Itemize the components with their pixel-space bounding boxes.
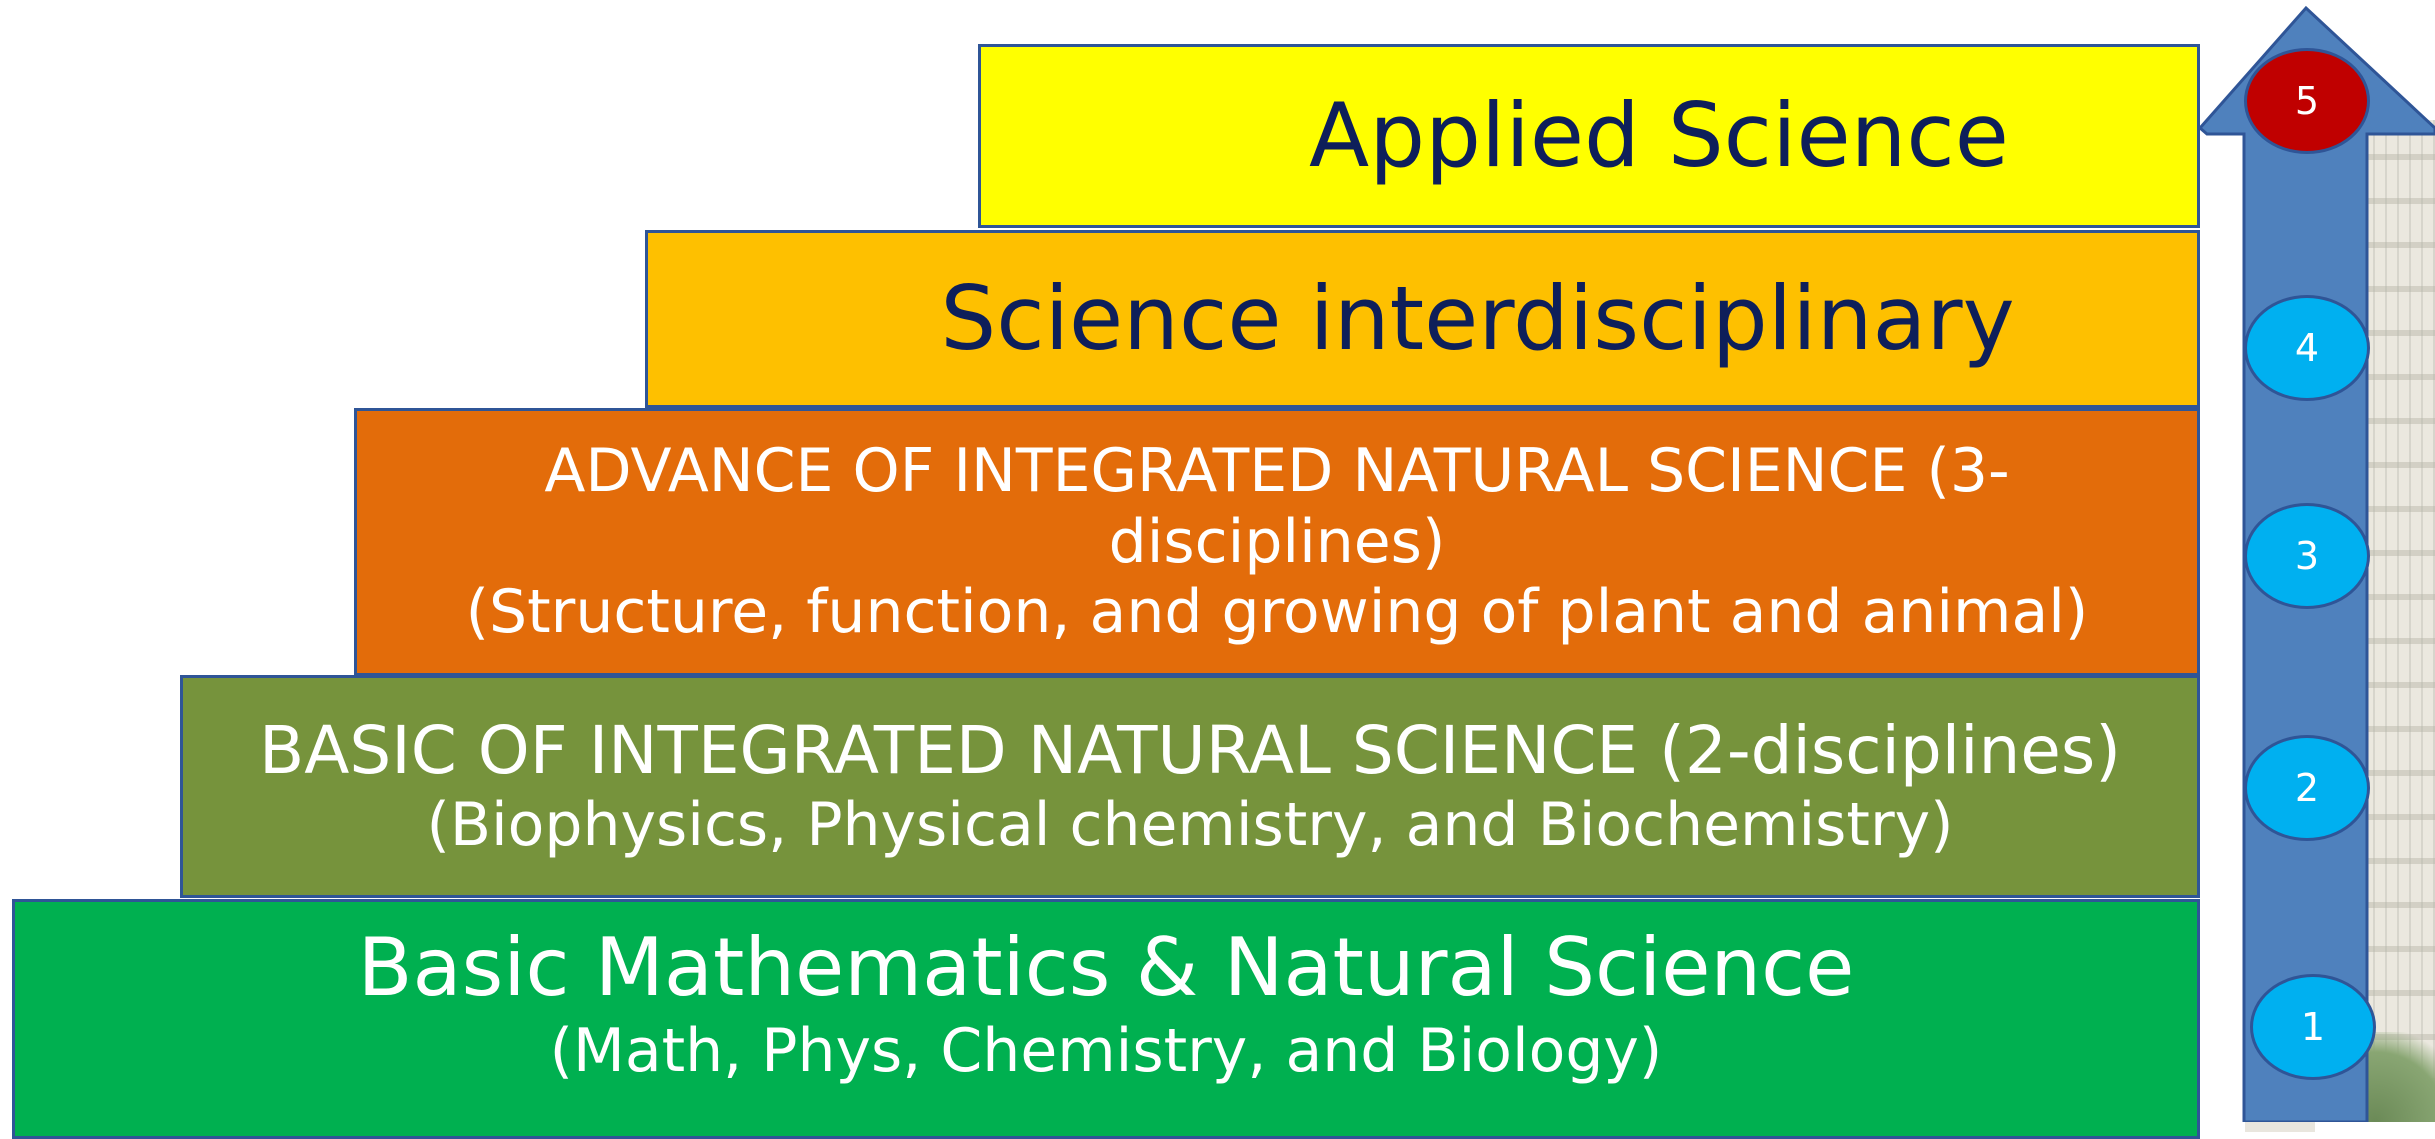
step-title: Applied Science — [1309, 84, 2009, 188]
step-title-line1: ADVANCE OF INTEGRATED NATURAL SCIENCE (3… — [544, 435, 2010, 506]
level-badge-4: 4 — [2244, 295, 2370, 401]
level-badge-2: 2 — [2244, 735, 2370, 841]
step-science-interdisciplinary: Science interdisciplinary — [645, 230, 2200, 408]
level-badge-1: 1 — [2250, 974, 2376, 1080]
level-badge-5: 5 — [2244, 48, 2370, 154]
step-title-line2: disciplines) — [1108, 506, 1446, 577]
step-applied-science: Applied Science — [978, 44, 2200, 228]
step-title: BASIC OF INTEGRATED NATURAL SCIENCE (2-d… — [258, 712, 2122, 790]
step-advance-integrated-science: ADVANCE OF INTEGRATED NATURAL SCIENCE (3… — [354, 408, 2200, 676]
step-basic-integrated-science: BASIC OF INTEGRATED NATURAL SCIENCE (2-d… — [180, 675, 2200, 898]
step-subtitle: (Math, Phys, Chemistry, and Biology) — [549, 1015, 1663, 1086]
step-basic-math-natural-science: Basic Mathematics & Natural Science (Mat… — [12, 899, 2200, 1139]
step-subtitle: (Biophysics, Physical chemistry, and Bio… — [426, 790, 1954, 861]
level-badge-3: 3 — [2244, 503, 2370, 609]
step-title: Science interdisciplinary — [940, 267, 2015, 371]
step-title: Basic Mathematics & Natural Science — [357, 921, 1855, 1015]
step-subtitle: (Structure, function, and growing of pla… — [465, 577, 2089, 648]
